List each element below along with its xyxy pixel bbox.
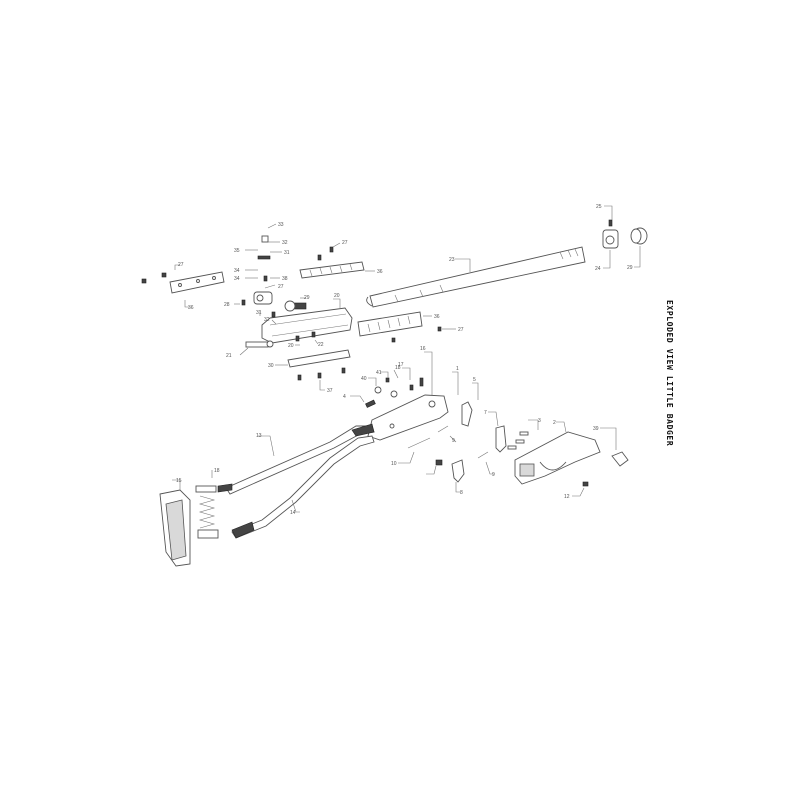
trigger-guard	[514, 431, 601, 485]
scope-rail-top	[299, 261, 365, 279]
part-number: 2	[553, 420, 556, 426]
part-number: 27	[342, 240, 348, 246]
part-number: 27	[278, 284, 284, 290]
lower-rail	[287, 349, 351, 368]
part-number: 36	[188, 305, 194, 311]
side-rail-left	[169, 271, 225, 294]
screw	[437, 326, 442, 332]
part-number: 18	[214, 468, 220, 474]
buffer-spring	[195, 483, 233, 539]
pins-3	[507, 431, 529, 450]
part-number: 22	[318, 342, 324, 348]
part-number: 10	[391, 461, 397, 467]
part-number: 4	[343, 394, 346, 400]
part-number: 29	[304, 295, 310, 301]
knob-assembly	[253, 235, 307, 312]
trigger	[435, 459, 465, 483]
part-number: 36	[434, 314, 440, 320]
part-number: 20	[334, 293, 340, 299]
pin	[241, 299, 246, 306]
small-parts-40-42	[374, 377, 398, 398]
part-number: 9	[452, 438, 455, 444]
part-number: 32	[264, 317, 270, 323]
part-number: 41	[376, 370, 382, 376]
muzzle-cap	[630, 227, 648, 245]
stock-tube-upper	[225, 423, 375, 495]
hinge-pin	[245, 340, 274, 348]
hammer	[461, 401, 473, 427]
part-number: 15	[176, 478, 182, 484]
spring-10	[407, 437, 431, 449]
part-number: 8	[460, 490, 463, 496]
part-number: 21	[226, 353, 232, 359]
part-number: 35	[234, 248, 240, 254]
spring-9	[437, 425, 489, 459]
part-number: 31	[256, 310, 262, 316]
part-number: 34	[234, 268, 240, 274]
side-rail-right	[357, 311, 423, 337]
part-number: 3	[538, 418, 541, 424]
part-number: 5	[473, 377, 476, 383]
part-number: 1	[456, 366, 459, 372]
part-number: 31	[284, 250, 290, 256]
part-number: 29	[627, 265, 633, 271]
part-number: 37	[327, 388, 333, 394]
pin	[409, 384, 414, 391]
barrel	[366, 246, 586, 308]
pin	[271, 311, 276, 318]
frame	[367, 394, 449, 441]
part-number: 27	[178, 262, 184, 268]
stock-tube-lower	[231, 435, 375, 539]
spring-4	[365, 399, 376, 408]
part-number: 25	[596, 204, 602, 210]
part-number: 27	[458, 327, 464, 333]
part-number: 7	[484, 410, 487, 416]
part-number: 34	[234, 276, 240, 282]
front-sight	[602, 219, 619, 249]
part-number: 24	[595, 266, 601, 272]
part-number: 36	[377, 269, 383, 275]
part-number: 23	[449, 257, 455, 263]
rail-screws	[317, 246, 334, 261]
part-number: 20	[288, 343, 294, 349]
part-number: 40	[361, 376, 367, 382]
diagram-title: EXPLODED VIEW LITTLE BADGER	[665, 300, 674, 446]
screws-lower	[297, 367, 346, 381]
part-number: 12	[564, 494, 570, 500]
receiver-upper	[261, 307, 353, 344]
part-number: 38	[282, 276, 288, 282]
small-nut	[141, 272, 167, 284]
part-number: 16	[420, 346, 426, 352]
part-number: 17	[398, 362, 404, 368]
end-nut	[611, 451, 629, 467]
part-number: 9	[492, 472, 495, 478]
screw	[582, 481, 589, 487]
butt-pad	[159, 489, 191, 567]
part-number: 30	[268, 363, 274, 369]
part-number: 39	[593, 426, 599, 432]
sear	[495, 425, 507, 453]
part-number: 13	[256, 433, 262, 439]
part-number: 32	[282, 240, 288, 246]
screw	[391, 337, 396, 343]
pin-pair	[295, 331, 316, 342]
part-number: 18	[395, 365, 401, 371]
pin	[419, 377, 424, 387]
part-number: 28	[224, 302, 230, 308]
part-number: 14	[290, 510, 296, 516]
part-number: 33	[278, 222, 284, 228]
